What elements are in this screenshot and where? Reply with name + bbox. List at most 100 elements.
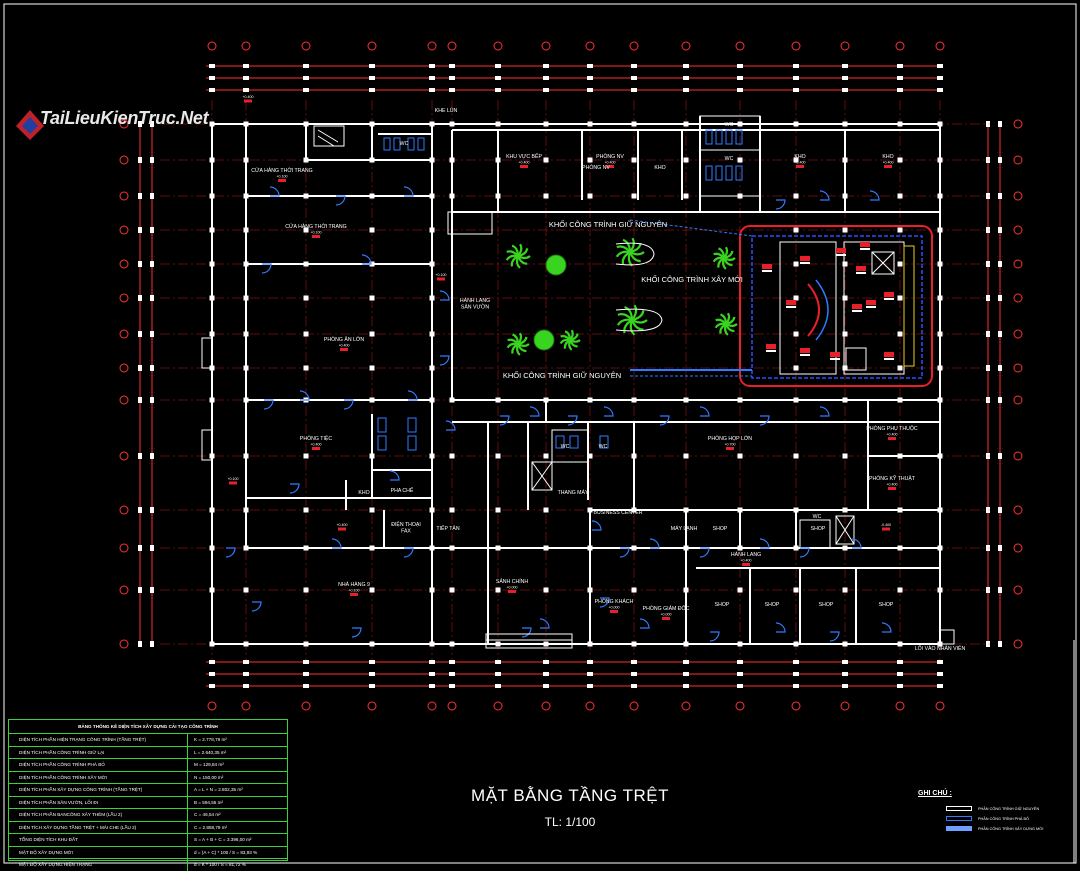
level-marker: [244, 99, 252, 103]
door-swing: [529, 406, 540, 417]
column: [209, 227, 215, 233]
level-marker: [610, 610, 618, 613]
dimension-tick: [449, 660, 455, 664]
dimension-tick: [429, 684, 435, 688]
legend-label: PHẦN CÔNG TRÌNH XÂY DỰNG MỚI: [978, 826, 1044, 831]
column: [543, 193, 549, 199]
column: [449, 641, 455, 647]
column: [429, 507, 435, 513]
column: [897, 295, 903, 301]
column: [842, 121, 848, 127]
room-label: PHÒNG HỌP LỚN: [708, 435, 752, 442]
dimension-tick: [683, 76, 689, 80]
dimension-lines: [139, 65, 1001, 687]
column: [543, 641, 549, 647]
room-label: WC: [725, 122, 734, 128]
level-marker: [796, 165, 804, 168]
dimension-tick: [897, 64, 903, 68]
level-marker: [888, 487, 896, 490]
level-marker: [662, 617, 670, 620]
column: [793, 295, 799, 301]
column: [737, 397, 743, 403]
column: [631, 121, 637, 127]
column: [243, 587, 249, 593]
door-swing: [567, 415, 578, 426]
column: [369, 397, 375, 403]
new-block-tag-line: [766, 350, 776, 352]
column: [429, 587, 435, 593]
level-marker: [888, 437, 896, 440]
door-swing: [445, 420, 456, 431]
dimension-tick: [429, 76, 435, 80]
area-label: DIỆN TÍCH PHẦN CÔNG TRÌNH GIỮ LẠI: [9, 746, 188, 758]
column: [543, 545, 549, 551]
level-marker: [884, 165, 892, 168]
dimension-tick: [937, 88, 943, 92]
grid-bubble: [119, 585, 129, 595]
area-table-row: DIỆN TÍCH PHẦN HIỆN TRẠNG CÔNG TRÌNH (TẦ…: [9, 734, 287, 747]
column: [937, 507, 943, 513]
room-label: KHỐI CÔNG TRÌNH XÂY MỚI: [641, 274, 743, 284]
grid-bubble: [1013, 505, 1023, 515]
column: [737, 587, 743, 593]
column: [937, 227, 943, 233]
column: [897, 121, 903, 127]
column: [897, 331, 903, 337]
door-swing: [829, 631, 840, 642]
grid-bubble: [301, 701, 311, 711]
column: [842, 157, 848, 163]
column: [243, 507, 249, 513]
column: [243, 453, 249, 459]
grid-bubble: [935, 41, 945, 51]
door-swing: [343, 399, 354, 410]
column: [303, 365, 309, 371]
door-swing: [759, 538, 770, 549]
dimension-tick: [369, 672, 375, 676]
column: [369, 507, 375, 513]
area-label: DIỆN TÍCH PHẦN XÂY DỰNG CÔNG TRÌNH (TẦNG…: [9, 784, 188, 796]
dimension-tick: [369, 64, 375, 68]
room-label: NHÀ HÀNG 9: [338, 581, 370, 588]
dimension-tick: [897, 76, 903, 80]
palm-tree-icon: [505, 243, 531, 269]
new-block-tag-line: [852, 310, 862, 312]
palm-tree-icon: [615, 237, 645, 267]
dimension-tick: [150, 157, 154, 163]
dimension-tick: [631, 76, 637, 80]
room-label: KHO: [794, 154, 805, 160]
column: [737, 121, 743, 127]
column: [449, 507, 455, 513]
grid-bubble: [447, 701, 457, 711]
room-level: +0.000: [608, 606, 619, 610]
new-block-tag-line: [884, 358, 894, 360]
room-label: KHO: [358, 490, 369, 496]
watermark-logo-icon: [14, 104, 48, 144]
column: [495, 193, 501, 199]
dimension-tick: [429, 88, 435, 92]
column: [587, 157, 593, 163]
door-swing: [361, 254, 372, 265]
column: [209, 641, 215, 647]
column: [587, 397, 593, 403]
dimension-tick: [303, 672, 309, 676]
room-label: PHÒNG GIÁM ĐỐC: [643, 605, 690, 612]
column: [303, 331, 309, 337]
grid-bubble: [367, 41, 377, 51]
column: [209, 193, 215, 199]
room-level: +0.400: [794, 161, 805, 165]
legend-item: PHẦN CÔNG TRÌNH PHÁ BỎ: [946, 816, 1029, 821]
dimension-tick: [243, 660, 249, 664]
dimension-tick: [209, 684, 215, 688]
column: [303, 641, 309, 647]
level-marker: [606, 165, 614, 168]
dimension-tick: [737, 76, 743, 80]
grid-bubble: [1013, 395, 1023, 405]
room-level: +0.400: [886, 433, 897, 437]
column: [303, 121, 309, 127]
grid-bubble: [629, 41, 639, 51]
dimension-tick: [998, 365, 1002, 371]
